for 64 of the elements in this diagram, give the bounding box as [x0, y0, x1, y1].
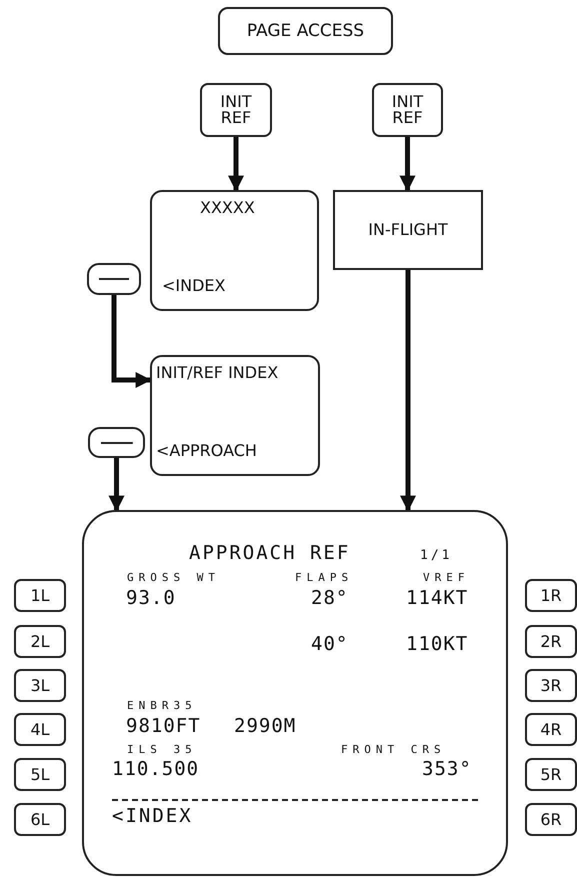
field-label: GROSS WT	[127, 571, 220, 584]
arrow	[400, 270, 416, 512]
field-value: 114KT	[406, 587, 468, 609]
field-value: 110KT	[406, 633, 468, 655]
line-select-key	[14, 758, 66, 791]
line-select-key	[525, 758, 577, 791]
field-value: 40°	[311, 633, 348, 655]
field-value: 353°	[422, 758, 472, 780]
field-value: 110.500	[112, 758, 200, 780]
field-label: FLAPS	[295, 571, 354, 584]
page-title: INIT/REF INDEX	[156, 363, 278, 382]
field-label: ENBR35	[127, 699, 197, 712]
page-title: XXXXX	[200, 198, 255, 217]
blank-line-select-key	[87, 263, 141, 295]
field-value: 9810FT	[126, 715, 201, 737]
line-select-key	[14, 625, 66, 658]
line-select-key	[14, 669, 66, 702]
line-select-key	[14, 579, 66, 612]
function-key	[200, 83, 272, 137]
line-select-key	[525, 669, 577, 702]
panel-title-box	[218, 7, 393, 55]
display-screen	[82, 510, 508, 876]
line-select-key	[525, 713, 577, 746]
page-box	[150, 355, 320, 476]
field-label: ILS 35	[127, 743, 197, 756]
page-box	[333, 190, 483, 270]
key-label: 5R	[540, 766, 562, 782]
line-select-key	[525, 803, 577, 836]
arrow	[400, 137, 416, 192]
key-label: INIT REF	[219, 94, 253, 126]
line-select-key	[14, 713, 66, 746]
page-title: APPROACH REF	[189, 542, 350, 564]
key-label: 1R	[540, 588, 562, 604]
field-label: VREF	[423, 571, 470, 584]
key-label: 6R	[540, 812, 562, 828]
key-label: 2R	[540, 634, 562, 650]
key-label: 4L	[30, 722, 50, 738]
key-label: 3R	[540, 678, 562, 694]
menu-item: <INDEX	[162, 276, 226, 295]
arrow	[112, 295, 152, 388]
key-label: 1L	[30, 588, 50, 604]
line-select-key	[14, 803, 66, 836]
key-label: IN-FLIGHT	[368, 222, 448, 238]
arrow	[108, 458, 124, 512]
key-label: 4R	[540, 722, 562, 738]
field-value: 28°	[311, 587, 348, 609]
blank-line-select-key	[88, 427, 145, 458]
panel-title: PAGE ACCESS	[246, 22, 364, 40]
key-label: 2L	[30, 634, 50, 650]
menu-item: <INDEX	[112, 805, 193, 827]
line-select-key	[525, 625, 577, 658]
key-label: 5L	[30, 766, 50, 782]
key-label: INIT REF	[390, 94, 424, 126]
arrow	[228, 137, 244, 192]
field-value: 93.0	[126, 587, 176, 609]
key-label: 3L	[30, 678, 50, 694]
field-value: 2990M	[234, 715, 296, 737]
function-key	[372, 83, 443, 137]
page-number: 1/1	[420, 548, 452, 563]
field-label: FRONT CRS	[341, 743, 446, 756]
line-select-key	[525, 579, 577, 612]
menu-item: <APPROACH	[156, 441, 257, 460]
page-box	[150, 190, 319, 311]
key-label: 6L	[30, 812, 50, 828]
